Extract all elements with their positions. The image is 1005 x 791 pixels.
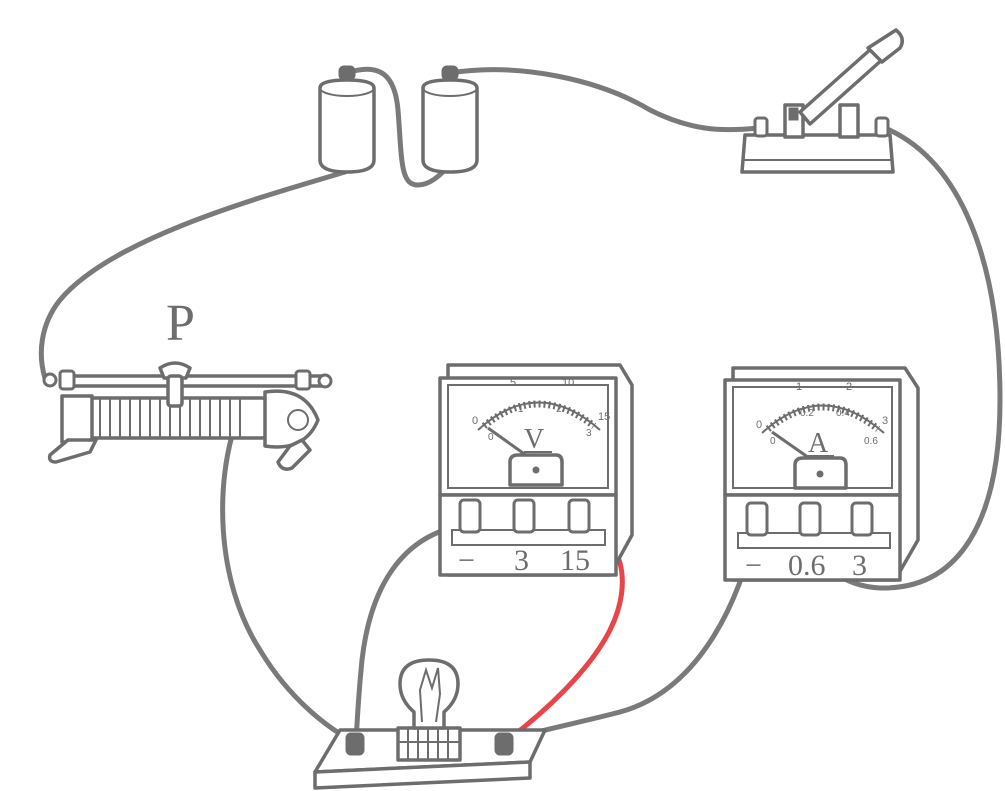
wire-switch-to-ammeter [807, 125, 1003, 591]
wire-voltmeter-minus-to-bulb [353, 522, 468, 745]
ammeter-scale-upper-2: 2 [846, 381, 852, 393]
slide-rheostat: P [42, 295, 333, 471]
wire-battery-to-rheostat [38, 169, 348, 381]
light-bulb [313, 658, 547, 790]
voltmeter-scale-upper-3: 15 [598, 411, 610, 423]
voltmeter-terminal-minus-label: − [458, 544, 475, 577]
knife-switch [740, 28, 904, 174]
rheostat-slider-label: P [166, 295, 195, 352]
voltmeter-scale-lower-1: 1 [518, 404, 524, 415]
voltmeter-scale-lower-0: 0 [488, 432, 494, 443]
battery-cell-left [318, 65, 376, 174]
voltmeter-terminal-3-label: 3 [514, 544, 529, 577]
ammeter-terminal-minus-label: − [745, 549, 762, 582]
voltmeter-terminal-3-post[interactable] [512, 498, 536, 534]
voltmeter-scale-upper-1: 5 [510, 377, 516, 389]
ammeter-scale-lower-1: 0.2 [800, 408, 814, 419]
ammeter: 0 1 2 3 0 0.2 0.4 0.6 A − 0.6 3 [723, 366, 920, 582]
voltmeter-symbol: V [524, 424, 544, 455]
voltmeter-scale-lower-3: 3 [586, 428, 592, 439]
voltmeter-scale-upper-2: 10 [562, 377, 574, 389]
voltmeter-terminal-minus-post[interactable] [458, 498, 482, 534]
voltmeter-scale-lower-2: 2 [556, 404, 562, 415]
ammeter-scale-lower-2: 0.4 [836, 408, 850, 419]
voltmeter: 0 5 10 15 0 1 2 3 V − 3 15 [438, 363, 634, 577]
ammeter-scale-lower-3: 0.6 [864, 436, 878, 447]
voltmeter-terminal-15-label: 15 [560, 544, 590, 577]
ammeter-scale-upper-3: 3 [882, 415, 888, 427]
ammeter-scale-lower-0: 0 [770, 436, 776, 447]
wire-battery-to-switch [447, 67, 761, 133]
voltmeter-scale-upper-0: 0 [472, 415, 478, 427]
ammeter-terminal-0.6-label: 0.6 [788, 549, 826, 582]
ammeter-terminal-3-post[interactable] [850, 501, 874, 537]
ammeter-terminal-3-label: 3 [852, 549, 867, 582]
ammeter-terminal-0.6-post[interactable] [798, 501, 822, 537]
wires [38, 66, 1003, 745]
wire-rheostat-to-bulb [220, 417, 358, 745]
ammeter-terminal-minus-post[interactable] [745, 501, 769, 537]
ammeter-scale-upper-1: 1 [796, 381, 802, 393]
ammeter-symbol: A [808, 428, 829, 459]
wire-between-cells [344, 66, 450, 188]
battery-cell-right [421, 65, 479, 174]
voltmeter-terminal-15-post[interactable] [567, 498, 591, 534]
ammeter-scale-upper-0: 0 [756, 419, 762, 431]
